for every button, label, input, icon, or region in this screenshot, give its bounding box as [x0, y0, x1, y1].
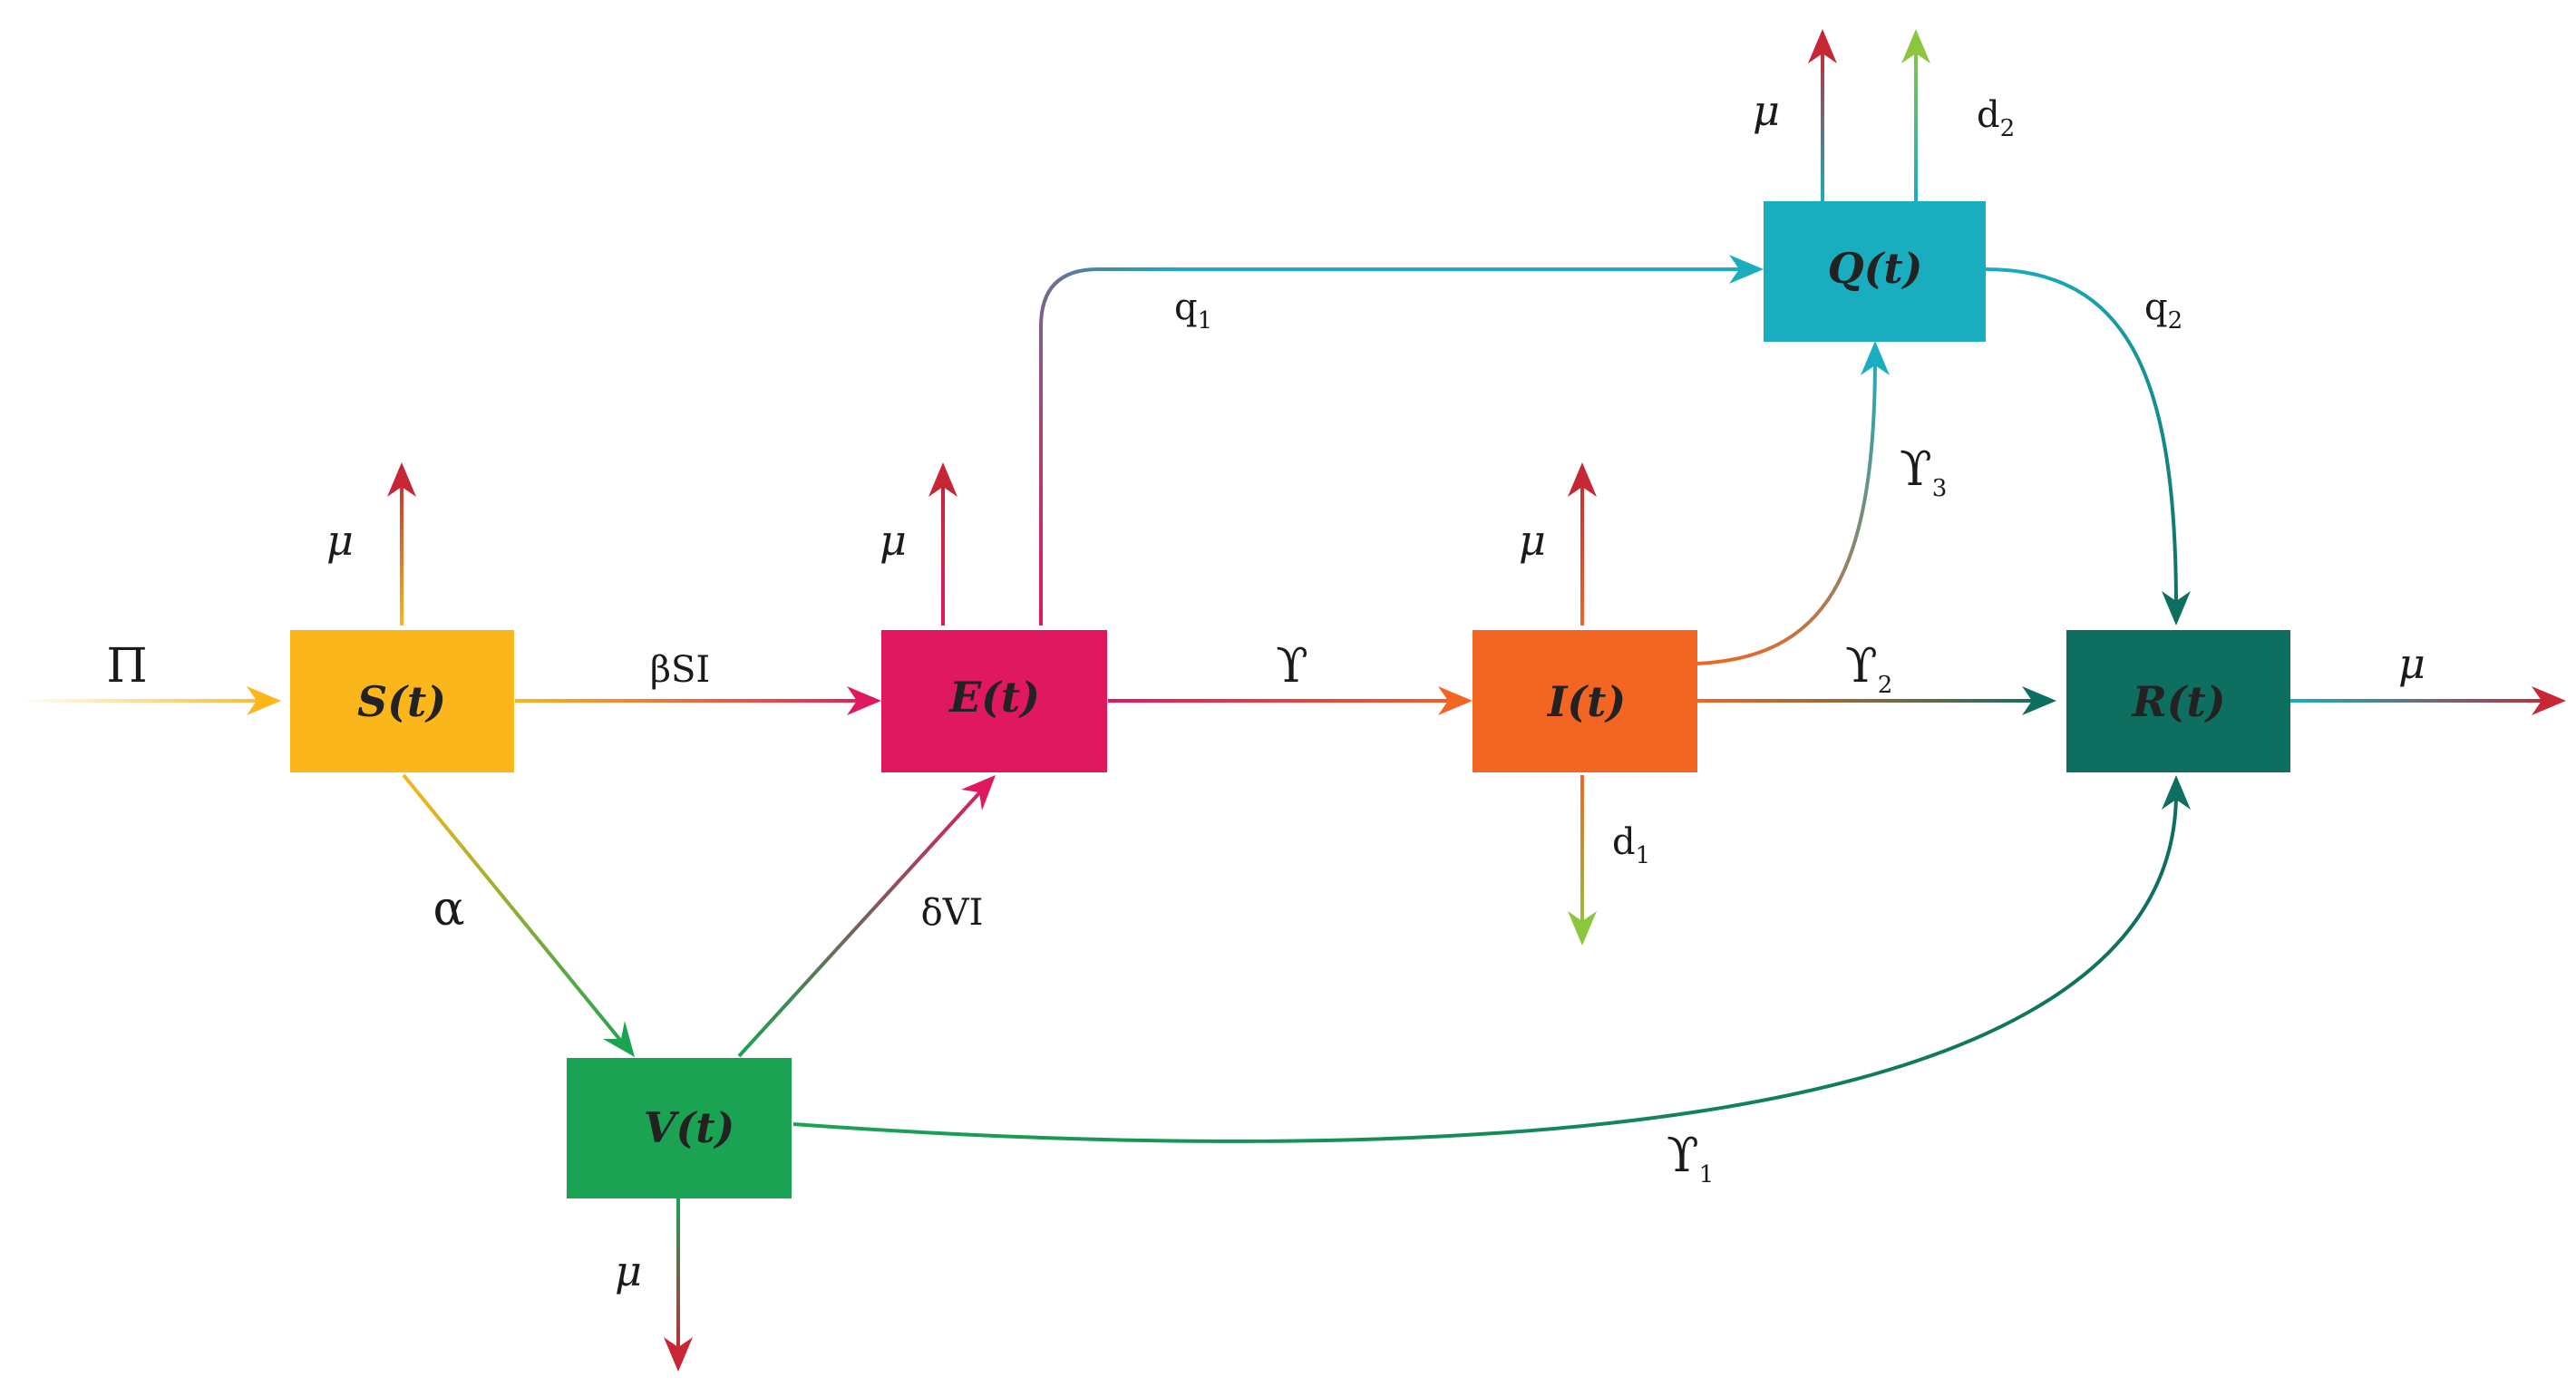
label-recovery-vaccinated: ϒ1	[1667, 1129, 1714, 1188]
arrow-e-to-i	[1108, 686, 1473, 715]
rate-subscript: 2	[2168, 307, 2183, 335]
label-death-infected: d1	[1612, 821, 1650, 869]
compartment-label: S(t)	[357, 677, 446, 726]
label-mu-susceptible: μ	[326, 516, 354, 565]
compartment-box	[1764, 201, 1986, 342]
arrow-i-to-r	[1697, 686, 2056, 715]
compartment-label: R(t)	[2130, 677, 2225, 726]
label-mu-infected: μ	[1519, 516, 1546, 565]
compartment-box	[290, 630, 514, 772]
label-recovery-quarantined: q2	[2144, 286, 2182, 335]
compartment-label: V(t)	[644, 1103, 734, 1152]
compartment-recovered: R(t)	[2066, 630, 2290, 772]
compartment-box	[1473, 630, 1697, 772]
compartment-box	[2066, 630, 2290, 772]
label-mu-quarantined: μ	[1753, 86, 1780, 135]
label-death-quarantined: d2	[1977, 94, 2015, 142]
label-vaccination: α	[433, 882, 464, 936]
compartment-quarantined: Q(t)	[1764, 201, 1986, 342]
compartment-infected: I(t)	[1473, 630, 1697, 772]
arrow-v-to-r	[792, 775, 2191, 1143]
rate-symbol: ϒ	[1900, 442, 1932, 497]
rate-subscript: 2	[1878, 672, 1893, 699]
rate-subscript: 1	[1636, 842, 1651, 869]
label-quarantine-exposed: q1	[1174, 286, 1212, 335]
arrow-q-to-r	[1985, 267, 2191, 626]
arrow-i-death	[1568, 462, 1597, 626]
rate-subscript: 2	[2000, 115, 2016, 142]
rate-symbol: q	[2144, 286, 2168, 328]
rate-symbol: q	[1174, 286, 1198, 328]
arrow-v-to-e	[737, 775, 996, 1058]
compartment-label: Q(t)	[1828, 244, 1923, 293]
rate-subscript: 3	[1932, 475, 1948, 502]
arrow-s-to-e	[515, 686, 881, 715]
compartment-label: I(t)	[1546, 677, 1626, 726]
rate-symbol: d	[1612, 821, 1636, 863]
arrow-q-death	[1808, 29, 1837, 201]
compartment-vaccinated: V(t)	[567, 1058, 792, 1198]
arrow-q-disease-death	[1901, 29, 1930, 201]
compartment-box	[567, 1058, 792, 1198]
arrow-i-disease-death	[1568, 775, 1597, 946]
label-progression: ϒ	[1276, 639, 1308, 694]
label-transmission: βSI	[650, 649, 710, 691]
arrow-e-to-q	[1039, 255, 1764, 626]
rate-symbol: d	[1977, 94, 2000, 136]
label-mu-exposed: μ	[880, 516, 907, 565]
arrow-i-to-q	[1696, 341, 1890, 665]
label-vaccine-breakthrough: δVI	[921, 892, 984, 934]
arrow-r-death	[2290, 686, 2566, 715]
rate-symbol: ϒ	[1667, 1129, 1699, 1183]
compartment-label: E(t)	[948, 673, 1040, 722]
compartment-susceptible: S(t)	[290, 630, 514, 772]
label-mu-recovered: μ	[2398, 639, 2425, 688]
label-mu-vaccinated: μ	[615, 1247, 642, 1295]
label-recovery-infected: ϒ2	[1845, 639, 1892, 699]
arrow-e-death	[928, 462, 957, 626]
arrow-s-to-v	[402, 773, 635, 1057]
arrow-recruitment	[18, 686, 281, 715]
rate-subscript: 1	[1699, 1161, 1715, 1188]
label-quarantine-infected: ϒ3	[1900, 442, 1947, 502]
label-recruitment: Π	[106, 639, 147, 694]
arrow-s-death	[387, 462, 416, 626]
arrow-v-death	[664, 1198, 693, 1372]
rate-symbol: ϒ	[1845, 639, 1878, 694]
compartment-exposed: E(t)	[881, 630, 1107, 772]
compartment-box	[881, 630, 1107, 772]
rate-subscript: 1	[1198, 307, 1213, 335]
